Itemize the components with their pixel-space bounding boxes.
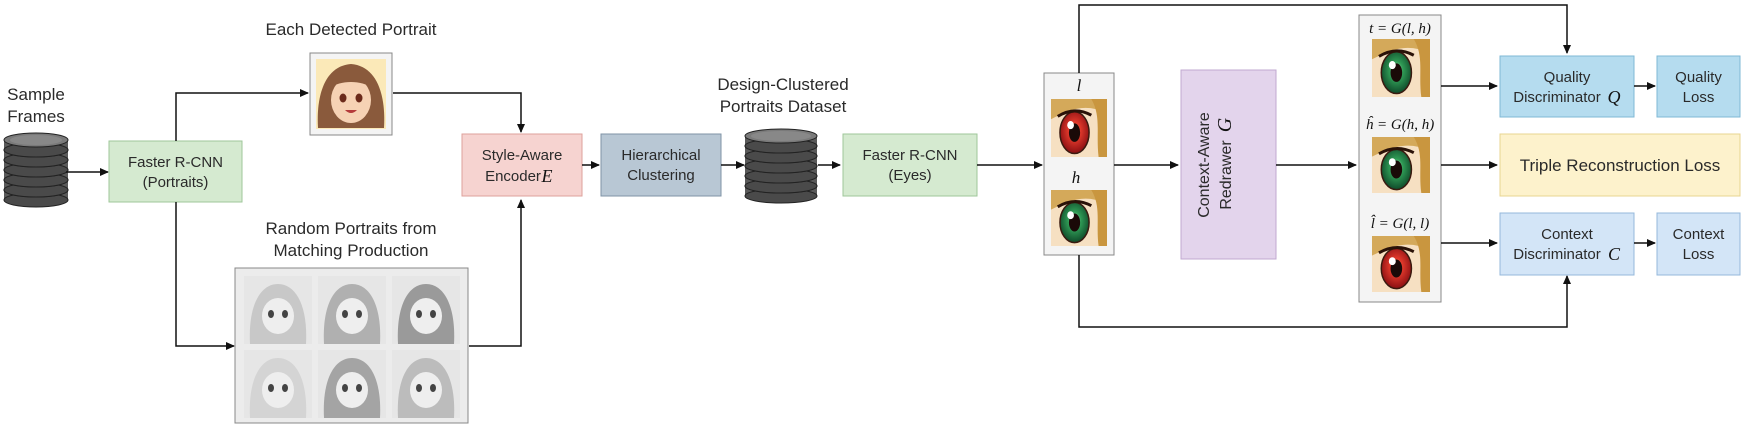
arrow-portrait-to-encoder [393,92,525,133]
grid-portrait-cell [318,276,386,344]
input-l-label: l [1077,76,1082,95]
eye-crop-green-input [1051,190,1107,246]
hierarchical-line2: Clustering [627,167,695,184]
quality-discriminator-box: Quality Discriminator Q [1499,55,1635,118]
quality-disc-math: Q [1608,87,1621,107]
sample-frames-label-2: Frames [7,107,65,126]
faster-rcnn-portraits-box: Faster R-CNN (Portraits) [108,140,243,203]
output-l-hat-label: l̂ = G(l, l) [1371,215,1429,232]
each-detected-portrait-label: Each Detected Portrait [265,20,436,39]
context-loss-box: Context Loss [1656,212,1741,276]
arrow-rcnn-to-grid [175,202,235,350]
design-clustered-label-2: Portraits Dataset [720,97,847,116]
grid-portrait-cell [244,350,312,418]
eye-inputs-panel: l h [1043,72,1115,256]
quality-disc-line1: Quality [1544,69,1591,86]
quality-disc-line2: Discriminator [1513,89,1601,106]
grid-portrait-cell [318,350,386,418]
faster-rcnn-portraits-line2: (Portraits) [143,174,209,191]
redrawer-line1: Context-Aware [1196,112,1213,218]
portrait-thumbnail [309,52,393,136]
eye-crop-red-input [1051,99,1107,157]
arrow-rcnn-to-portrait [175,89,309,141]
context-loss-line1: Context [1673,226,1726,243]
redrawer-box: Context-Aware Redrawer G [1180,69,1277,260]
quality-loss-box: Quality Loss [1656,55,1741,118]
design-clustered-label-1: Design-Clustered [717,75,848,94]
eye-crop-green-output-h [1372,137,1430,193]
context-loss-line2: Loss [1683,246,1715,263]
output-t-label: t = G(l, h) [1369,21,1431,37]
eye-crop-green-output-t [1372,39,1430,97]
quality-loss-line1: Quality [1675,69,1722,86]
style-encoder-math: E [541,166,553,186]
style-encoder-line2: Encoder [485,168,541,185]
arrow-inputs-to-context-disc [1078,255,1571,328]
sample-frames-label-1: Sample [7,85,65,104]
grid-portrait-cell [244,276,312,344]
grid-portrait-cell [392,350,460,418]
style-encoder-box: Style-Aware Encoder E [461,133,583,197]
hierarchical-clustering-box: Hierarchical Clustering [600,133,722,197]
redrawer-line2: Redrawer [1218,140,1235,210]
context-discriminator-box: Context Discriminator C [1499,212,1635,276]
eye-crop-red-output-l [1372,236,1430,292]
eye-outputs-panel: t = G(l, h) ĥ = G(h, h) l̂ = G(l, l) [1358,14,1442,303]
faster-rcnn-eyes-box: Faster R-CNN (Eyes) [842,133,978,197]
frames-stack-icon [3,132,69,208]
triple-reconstruction-loss-box: Triple Reconstruction Loss [1499,133,1741,197]
output-h-hat-label: ĥ = G(h, h) [1366,116,1434,133]
faster-rcnn-portraits-line1: Faster R-CNN [128,154,223,171]
random-portraits-label-2: Matching Production [274,241,429,260]
context-disc-math: C [1608,244,1621,264]
grid-portrait-cell [392,276,460,344]
dataset-stack-icon [744,128,818,204]
arrow-inputs-to-quality-disc [1078,4,1571,73]
style-encoder-line1: Style-Aware [482,147,563,164]
faster-rcnn-eyes-line2: (Eyes) [888,167,931,184]
hierarchical-line1: Hierarchical [621,147,700,164]
context-disc-line2: Discriminator [1513,246,1601,263]
random-portraits-label-1: Random Portraits from [266,219,437,238]
faster-rcnn-eyes-line1: Faster R-CNN [862,147,957,164]
redrawer-math: G [1214,117,1236,132]
context-disc-line1: Context [1541,226,1594,243]
portrait-grid [234,267,469,424]
arrow-grid-to-encoder [469,199,525,347]
input-h-label: h [1072,168,1081,187]
triple-loss-label: Triple Reconstruction Loss [1520,156,1721,175]
quality-loss-line2: Loss [1683,89,1715,106]
